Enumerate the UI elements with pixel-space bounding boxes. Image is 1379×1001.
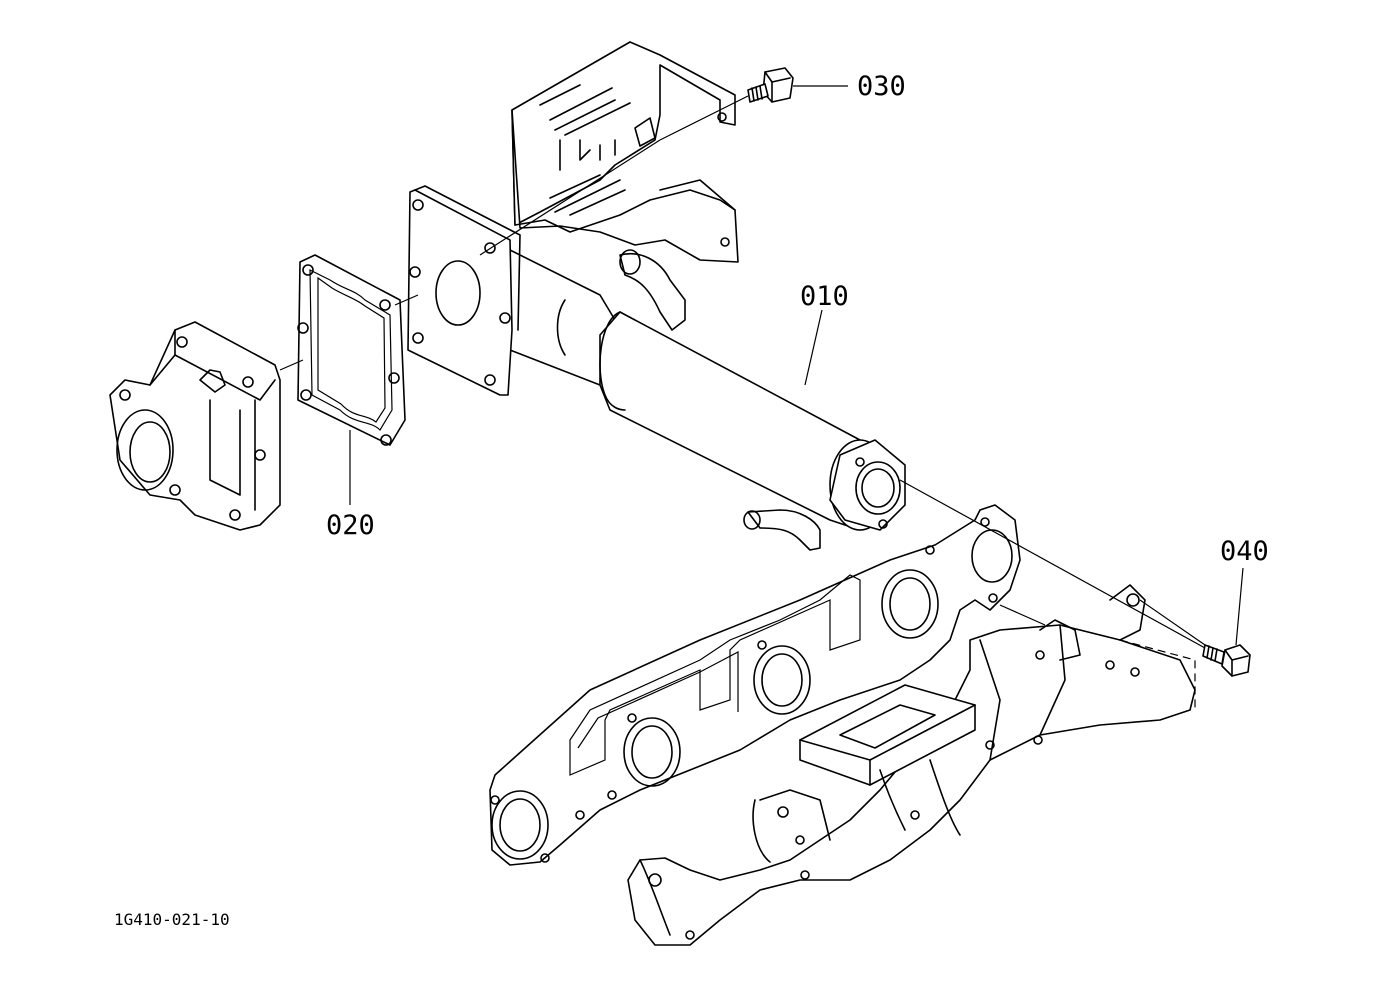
part-label-030: 030 — [857, 71, 906, 102]
gasket — [297, 254, 406, 446]
bolt-upper — [659, 67, 794, 141]
alignment-lines — [279, 139, 1206, 649]
adapter-plate — [407, 185, 521, 396]
egr-valve-housing — [109, 321, 281, 531]
exhaust-manifold — [627, 584, 1196, 946]
leader-lines — [349, 85, 1244, 646]
heat-shield — [511, 41, 739, 263]
part-label-020: 020 — [326, 510, 375, 541]
diagram-reference-code: 1G410-021-10 — [114, 910, 230, 929]
bolt-lower — [1202, 644, 1251, 677]
part-label-040: 040 — [1220, 536, 1269, 567]
egr-cooler — [509, 249, 906, 551]
manifold-gasket — [489, 504, 1021, 866]
part-label-010: 010 — [800, 281, 849, 312]
